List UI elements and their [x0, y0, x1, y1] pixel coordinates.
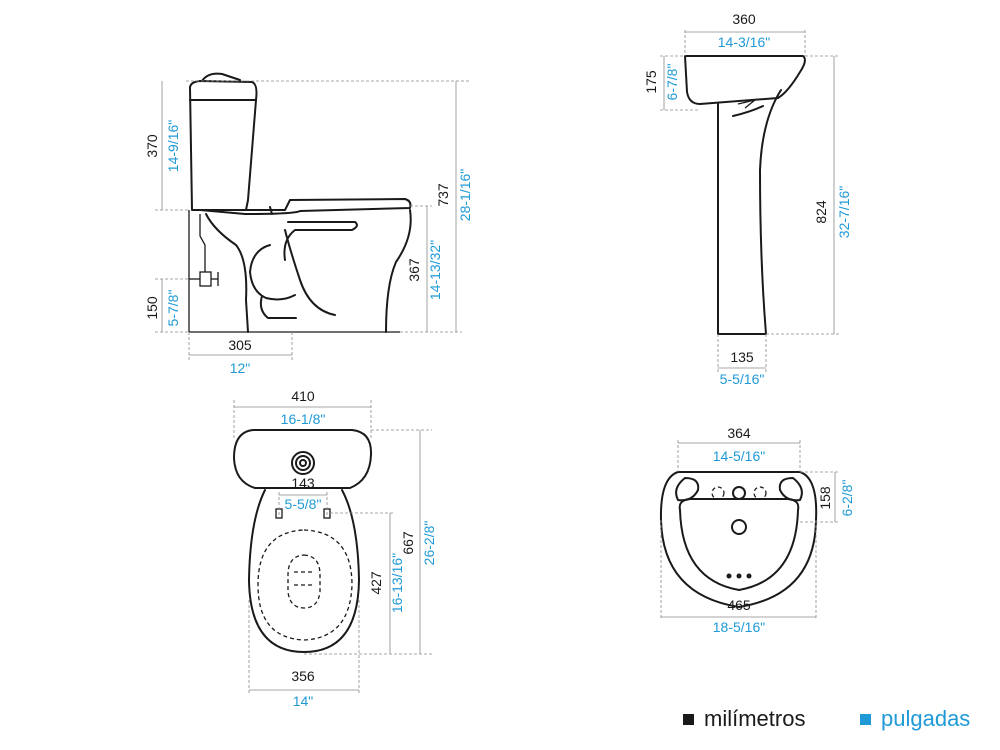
- faucet-hole-left: [711, 486, 725, 500]
- total-height-in: 28-1/16": [457, 169, 473, 221]
- overflow-hole-2: [736, 573, 742, 579]
- legend-in-swatch: [860, 713, 871, 725]
- bowl-rim-channel: [283, 221, 358, 261]
- faucet-hole-right: [753, 486, 767, 500]
- pedestal-column: [717, 89, 782, 335]
- flush-button-outer: [291, 451, 315, 475]
- bowl-inner-rim: [257, 529, 353, 641]
- bowl-width-mm: 356: [291, 668, 315, 684]
- legend-mm: milímetros: [683, 706, 805, 732]
- trapway-outer: [284, 229, 336, 316]
- soap-dish-right: [778, 477, 803, 502]
- overflow-hole-1: [726, 573, 732, 579]
- rough-in-in: 12": [230, 360, 251, 376]
- legend-in-label: pulgadas: [881, 706, 971, 731]
- deck-depth-mm: 158: [817, 486, 833, 510]
- pedestal-joint: [732, 105, 764, 117]
- flush-button-inner: [299, 459, 307, 467]
- tank-height-in: 14-9/16": [165, 120, 181, 172]
- deck-depth-in: 6-2/8": [839, 480, 855, 517]
- total-height-mm: 737: [435, 183, 451, 207]
- toilet-top-view: 410 16-1/8" 143 5-5/8" 427 16-13/16" 667…: [233, 388, 437, 709]
- total-length-in: 26-2/8": [421, 521, 437, 566]
- trapway-outlet: [259, 295, 297, 319]
- seat-height-mm: 367: [406, 258, 422, 282]
- seat-height-in: 14-13/32": [427, 240, 443, 300]
- tank-width-mm: 410: [291, 388, 315, 404]
- basin-outline: [659, 471, 818, 608]
- supply-pipe: [199, 214, 206, 272]
- bowl-front-profile: [205, 213, 249, 333]
- tank-lid-button: [201, 72, 241, 82]
- total-length-mm: 667: [400, 531, 416, 555]
- basin-height-in: 6-7/8": [664, 64, 680, 101]
- bowl-outline: [248, 489, 360, 653]
- toilet-side-view: 370 14-9/16" 150 5-7/8" 367 14-13/32" 73…: [144, 72, 473, 376]
- bolt-spacing-in: 5-5/8": [285, 496, 322, 512]
- drain-hole: [731, 519, 747, 535]
- basin-top-view: 364 14-5/16" 158 6-2/8" 465 18-5/16": [659, 425, 855, 635]
- soap-dish-left: [675, 477, 700, 502]
- basin-width-mm: 465: [727, 597, 751, 613]
- trapway-inner: [249, 244, 296, 301]
- basin-overflow: [737, 99, 756, 109]
- overflow-hole-3: [746, 573, 752, 579]
- bowl-length-in: 16-13/16": [389, 553, 405, 613]
- supply-valve: [199, 271, 212, 287]
- bowl-back-profile: [385, 209, 412, 333]
- basin-width-mm: 360: [732, 11, 756, 27]
- flush-button-ring: [295, 455, 311, 471]
- basin-width-in: 14-3/16": [718, 34, 770, 50]
- tank-width-in: 16-1/8": [281, 411, 326, 427]
- inlet-height-in: 5-7/8": [165, 290, 181, 327]
- base-width-mm: 135: [730, 349, 754, 365]
- bolt-spacing-mm: 143: [291, 475, 315, 491]
- toilet-seat-lid: [199, 198, 412, 215]
- faucet-hole-center: [732, 486, 746, 500]
- base-width-in: 5-5/16": [720, 371, 765, 387]
- legend-mm-swatch: [683, 713, 694, 725]
- deck-width-mm: 364: [727, 425, 751, 441]
- legend-mm-label: milímetros: [704, 706, 806, 731]
- tank-height-mm: 370: [144, 134, 160, 158]
- seat-hinge: [269, 206, 273, 215]
- basin-height-mm: 175: [643, 70, 659, 94]
- rough-in-mm: 305: [228, 337, 252, 353]
- tank-top: [233, 429, 373, 489]
- inlet-height-mm: 150: [144, 296, 160, 320]
- basin-side: [684, 55, 806, 105]
- legend-in: pulgadas: [860, 706, 970, 732]
- bowl-length-mm: 427: [368, 571, 384, 595]
- pedestal-height-in: 32-7/16": [836, 186, 852, 238]
- pedestal-height-mm: 824: [813, 200, 829, 224]
- deck-width-in: 14-5/16": [713, 448, 765, 464]
- bowl-width-in: 14": [293, 693, 314, 709]
- basin-width-in: 18-5/16": [713, 619, 765, 635]
- pedestal-sink-side-view: 360 14-3/16" 175 6-7/8" 824 32-7/16" 135…: [643, 11, 852, 387]
- drain-opening: [287, 554, 321, 609]
